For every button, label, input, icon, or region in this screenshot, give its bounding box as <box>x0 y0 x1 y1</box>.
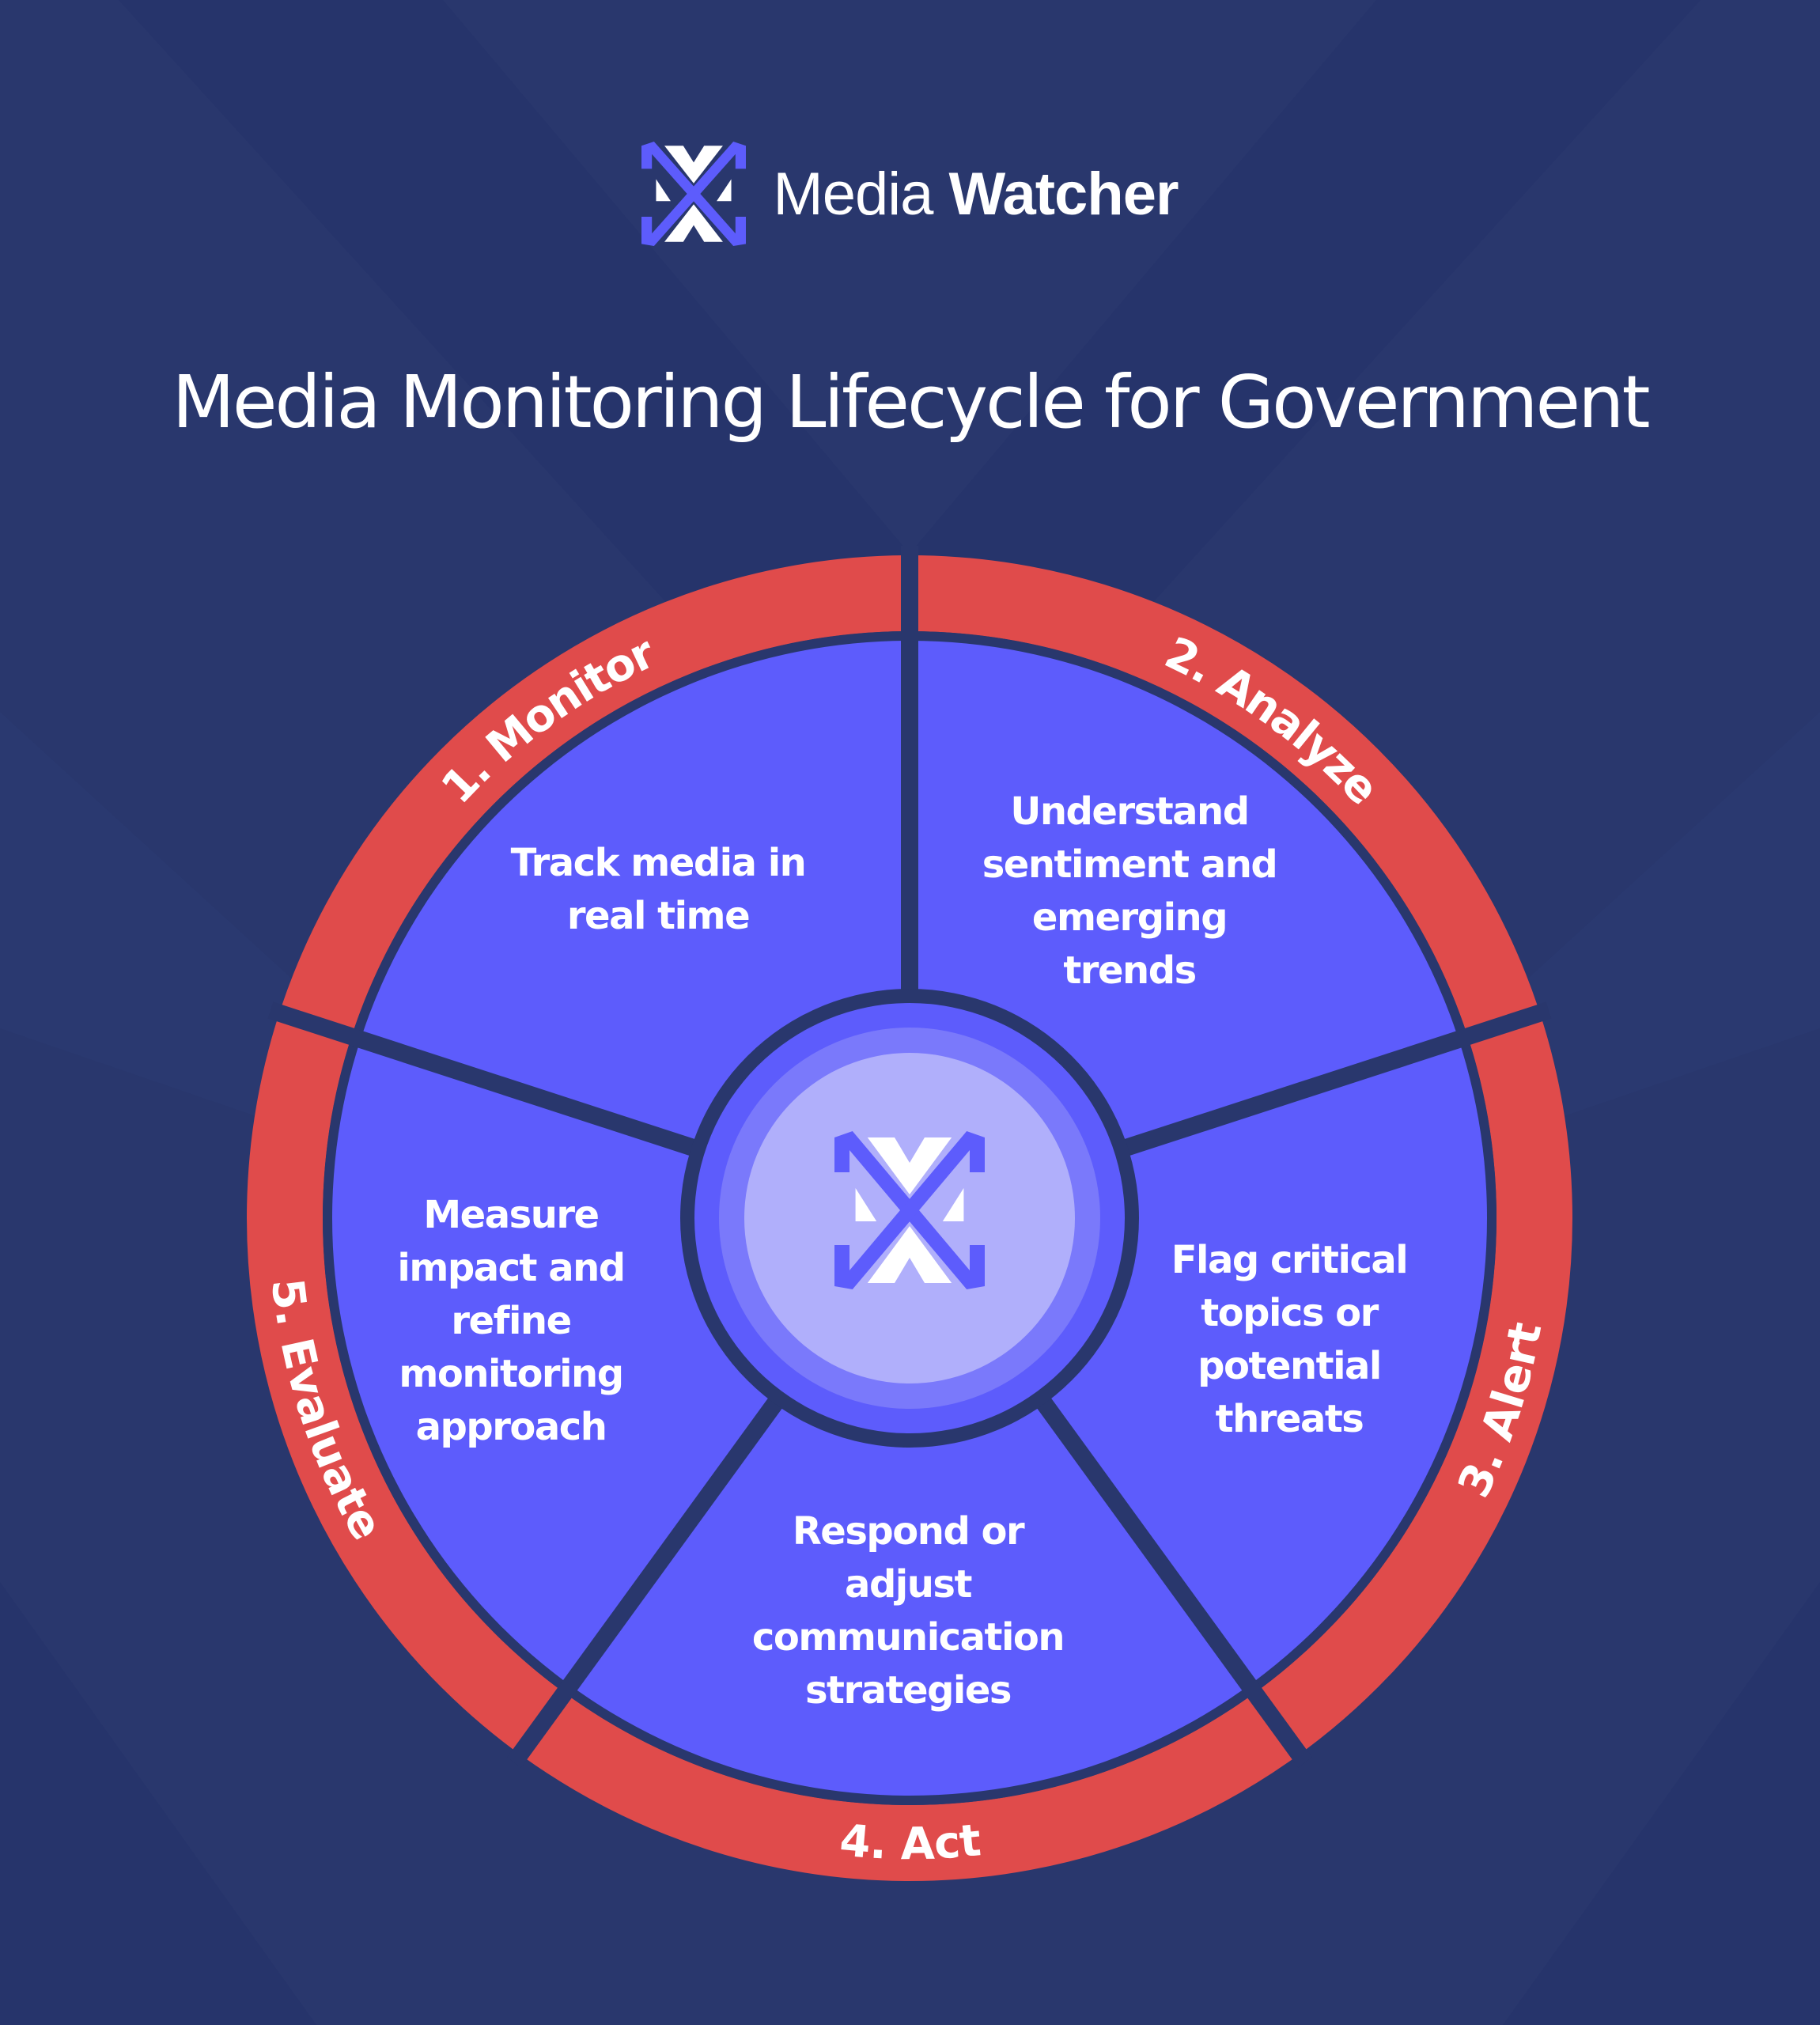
description-line: monitoring <box>399 1352 624 1396</box>
description-line: refine <box>451 1299 572 1343</box>
description-line: sentiment and <box>982 842 1278 887</box>
description-line: adjust <box>845 1562 972 1607</box>
stage-description-alert: Flag critical topics or potential threat… <box>1107 1234 1471 1446</box>
description-line: communication <box>751 1615 1065 1660</box>
description-line: approach <box>415 1405 607 1449</box>
stage-label-act: 4. Act <box>838 1815 982 1870</box>
page-title: Media Monitoring Lifecycle for Governmen… <box>172 360 1650 445</box>
brand-name-bold: Watcher <box>948 160 1179 228</box>
stage-description-act: Respond or adjust communication strategi… <box>726 1505 1090 1717</box>
stage-description-evaluate: Measure impact and refine monitoring app… <box>329 1189 693 1454</box>
description-line: trends <box>1063 948 1197 993</box>
media-watcher-logo-icon <box>641 142 747 246</box>
description-line: Track media in <box>510 841 807 885</box>
description-line: potential <box>1198 1344 1382 1388</box>
description-line: real time <box>566 894 751 938</box>
description-line: threats <box>1215 1397 1364 1441</box>
brand-header: Media Watcher <box>0 138 1820 249</box>
center-logo-icon <box>834 1131 985 1289</box>
description-line: Respond or <box>792 1509 1025 1554</box>
description-line: strategies <box>804 1668 1012 1713</box>
brand-name: Media Watcher <box>773 160 1179 229</box>
description-line: impact and <box>397 1246 626 1290</box>
description-line: emerging <box>1031 895 1228 940</box>
description-line: Flag critical <box>1171 1238 1409 1282</box>
description-line: Understand <box>1010 789 1250 834</box>
stage-description-analyze: Understand sentiment and emerging trends <box>948 785 1311 997</box>
stage-description-monitor: Track media in real time <box>476 837 840 943</box>
description-line: topics or <box>1201 1291 1379 1335</box>
brand-name-light: Media <box>773 160 933 228</box>
description-line: Measure <box>423 1193 600 1237</box>
